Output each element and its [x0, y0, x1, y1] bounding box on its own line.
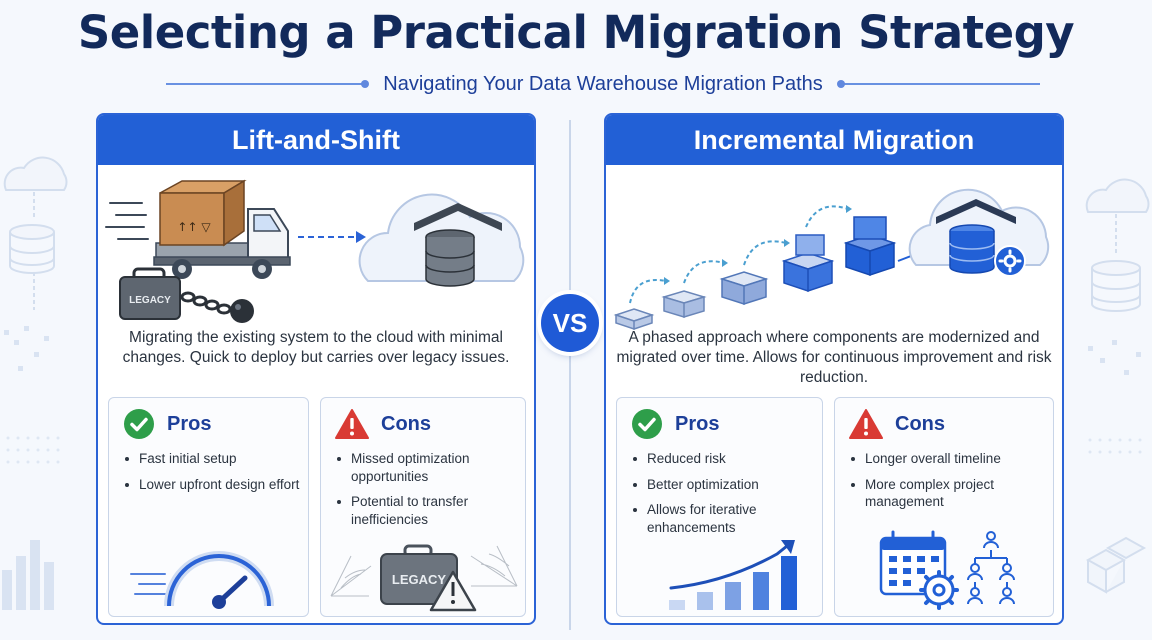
lift-and-shift-description: Migrating the existing system to the clo… [122, 329, 510, 366]
cobweb-legacy-icon: LEGACY [330, 544, 518, 612]
migration-arrow-icon [298, 231, 366, 243]
list-item: Allows for iterative enhancements [631, 501, 811, 536]
list-item: More complex project management [849, 476, 1039, 511]
incremental-pros-card: Pros Reduced risk Better optimization Al… [616, 397, 823, 617]
cons-title: Cons [895, 412, 945, 435]
subtitle-row: Navigating Your Data Warehouse Migration… [166, 70, 1041, 98]
calendar-gear-icon [879, 530, 1015, 610]
list-item: Potential to transfer inefficiencies [335, 493, 525, 528]
cloud-warehouse-icon [358, 193, 525, 287]
incremental-migration-panel: Incremental Migration [604, 113, 1064, 625]
lift-and-shift-illustration: ↑↑ ▽ LEGACY [105, 179, 525, 323]
cloud-warehouse-icon [908, 188, 1050, 277]
pros-list: Reduced risk Better optimization Allows … [631, 450, 811, 544]
lift-and-shift-title: Lift-and-Shift [98, 115, 534, 165]
subtitle-rule-left [166, 80, 370, 88]
truck-icon: ↑↑ ▽ [153, 179, 291, 279]
legacy-label: LEGACY [392, 572, 447, 587]
list-item: Lower upfront design effort [123, 476, 299, 494]
check-circle-icon [124, 409, 154, 439]
incremental-cons-card: Cons Longer overall timeline More comple… [834, 397, 1054, 617]
incremental-migration-description: A phased approach where components are m… [616, 329, 1052, 386]
incremental-migration-title: Incremental Migration [606, 115, 1062, 165]
list-item: Fast initial setup [123, 450, 299, 468]
lift-and-shift-cons-card: Cons Missed optimization opportunities P… [320, 397, 526, 617]
warning-icon [335, 409, 369, 439]
check-circle-icon [632, 409, 662, 439]
center-divider [569, 120, 571, 630]
pros-list: Fast initial setup Lower upfront design … [123, 450, 299, 501]
lift-and-shift-panel: Lift-and-Shift ↑↑ ▽ LEGACY [96, 113, 536, 625]
growth-chart-icon [669, 540, 797, 610]
incremental-migration-illustration [613, 188, 1050, 331]
pros-title: Pros [675, 412, 720, 435]
pros-title: Pros [167, 412, 212, 435]
cons-list: Missed optimization opportunities Potent… [335, 450, 525, 536]
page-subtitle: Navigating Your Data Warehouse Migration… [383, 72, 823, 95]
org-chart-icon [967, 531, 1015, 605]
speedometer-icon [130, 551, 274, 609]
speed-lines-icon [105, 202, 149, 240]
list-item: Better optimization [631, 476, 811, 494]
page-title: Selecting a Practical Migration Strategy [77, 6, 1075, 59]
list-item: Missed optimization opportunities [335, 450, 525, 485]
subtitle-rule-right [836, 80, 1041, 88]
cons-list: Longer overall timeline More complex pro… [849, 450, 1039, 519]
vs-badge: VS [541, 294, 599, 352]
legacy-label: LEGACY [129, 295, 171, 306]
list-item: Longer overall timeline [849, 450, 1039, 468]
warning-icon [849, 409, 883, 439]
legacy-briefcase-icon: LEGACY [119, 267, 254, 323]
svg-text:↑↑ ▽: ↑↑ ▽ [177, 220, 211, 234]
lift-and-shift-pros-card: Pros Fast initial setup Lower upfront de… [108, 397, 309, 617]
list-item: Reduced risk [631, 450, 811, 468]
progressive-blocks-icon [613, 205, 932, 331]
cons-title: Cons [381, 412, 431, 435]
